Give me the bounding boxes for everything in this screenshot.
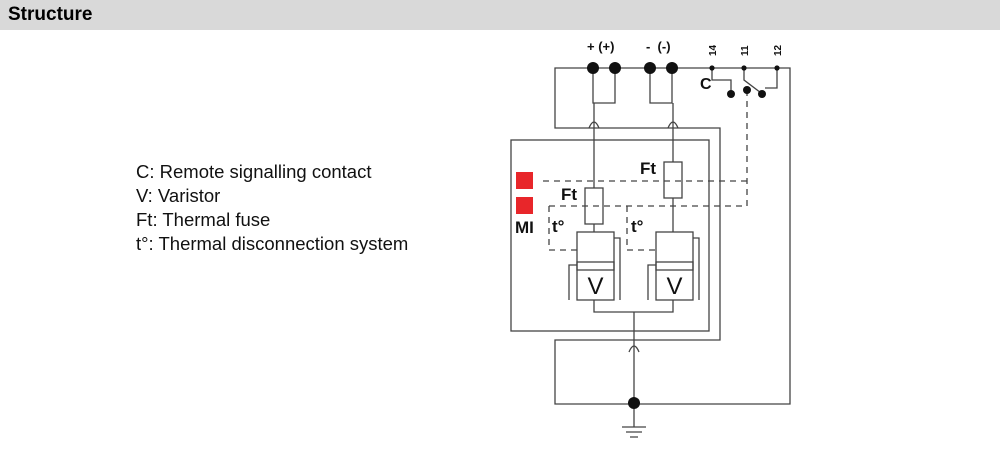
right-terminal-link [649,68,673,104]
disconnect-right-label: t° [631,217,644,236]
right-disconnect-box [655,231,694,271]
right-fuse [663,161,683,199]
varistor-left-label: V [587,273,603,300]
left-disconnect-box [576,231,615,271]
right-varistor-box [655,261,694,301]
fuse-right-label: Ft [640,159,656,178]
mechanical-link-lower [547,90,748,207]
left-crossover [588,121,600,129]
contact-terminal-11 [741,65,747,71]
legend-item-disconnect: t°: Thermal disconnection system [136,233,409,254]
terminal-dot-plus-2 [609,62,621,74]
earth-icon [622,426,646,438]
contact-label: C [700,76,712,93]
contact-terminal-14 [709,65,715,71]
right-crossover [667,121,679,129]
varistor-right-label: V [666,273,682,300]
legend: C: Remote signalling contact V: Varistor… [136,160,408,256]
legend-item-contact: C: Remote signalling contact [136,161,372,182]
status-indicator-bottom [516,197,533,214]
terminal-minus-label: - (-) [646,39,671,54]
terminal-dot-minus [644,62,656,74]
section-title: Structure [8,4,93,25]
disconnect-left-label: t° [552,217,565,236]
fuse-left-label: Ft [561,185,577,204]
module-box [510,139,710,332]
legend-item-varistor: V: Varistor [136,185,221,206]
contact-11-label: 11 [740,45,751,56]
indicator-label: MI [515,218,534,237]
left-varistor-box [576,261,615,301]
terminal-plus-label: + (+) [587,39,614,54]
earth-terminal-dot [628,397,640,409]
contact-12-label: 12 [773,44,784,56]
contact-14-label: 14 [708,44,719,56]
terminal-dot-minus-2 [666,62,678,74]
outer-enclosure [554,67,791,405]
status-indicator-top [516,172,533,189]
contact-terminal-12 [774,65,780,71]
left-terminal-link [592,68,616,104]
legend-item-fuse: Ft: Thermal fuse [136,209,271,230]
section-header-bar: Structure [0,0,1000,30]
terminal-dot-plus [587,62,599,74]
